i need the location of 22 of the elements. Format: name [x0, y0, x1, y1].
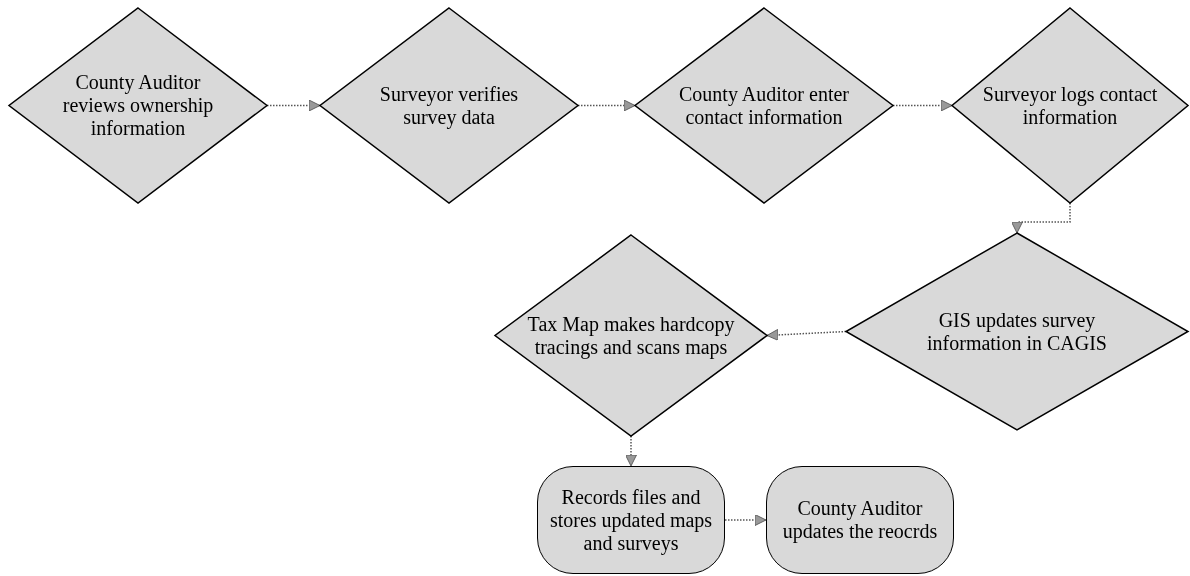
- arrow: [1011, 202, 1071, 234]
- process-box: [537, 466, 725, 574]
- arrow: [577, 99, 636, 112]
- process-box: [766, 466, 954, 574]
- decision-diamond: [846, 233, 1188, 430]
- decision-diamond: [952, 8, 1188, 203]
- decision-diamond: [9, 8, 267, 203]
- step-text: County Auditor reviews ownership information: [61, 71, 215, 140]
- decision-diamond: [320, 8, 578, 203]
- decision-diamond: [495, 235, 767, 436]
- step-text: Tax Map makes hardcopy tracings and scans maps: [526, 312, 736, 359]
- arrow: [625, 435, 637, 467]
- arrow: [724, 514, 767, 526]
- arrow: [892, 99, 953, 112]
- step-text: County Auditor enter contact information: [678, 82, 850, 129]
- step-text: GIS updates survey information in CAGIS: [926, 308, 1108, 355]
- arrow: [266, 99, 321, 112]
- step-text: Surveyor verifies survey data: [378, 82, 520, 129]
- decision-diamond: [635, 8, 893, 203]
- step-text: Surveyor logs contact information: [981, 82, 1159, 129]
- step-text: County Auditor updates the reocrds: [781, 497, 939, 543]
- step-text: Records files and stores updated maps and surveys: [548, 485, 714, 555]
